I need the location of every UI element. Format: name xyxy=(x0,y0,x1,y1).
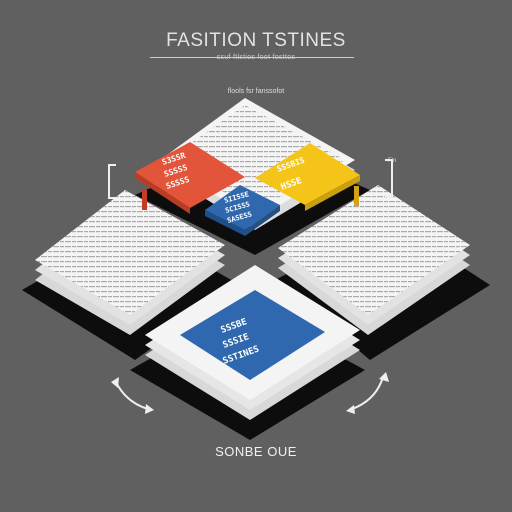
diagram-subtitle: ssuf ftlstios foot fosttos xyxy=(216,54,296,61)
title-underline xyxy=(150,57,354,58)
top-caption: flools fsr fanssofot xyxy=(227,88,285,95)
paper-stack-left xyxy=(35,190,225,335)
left-rotate-arrow-icon xyxy=(111,377,154,414)
right-corner-bracket-icon xyxy=(385,159,393,197)
diagram-title: FASITION TSTINES xyxy=(166,30,346,51)
paper-stack-center xyxy=(135,98,360,236)
footer-caption: SONBE OUE xyxy=(215,444,297,459)
left-corner-bracket-icon xyxy=(108,164,116,199)
yellow-tile xyxy=(255,143,360,205)
yellow-tile-leg xyxy=(354,186,359,206)
red-tile xyxy=(135,142,245,208)
small-blue-tile xyxy=(205,185,280,230)
paper-stack-right xyxy=(278,185,470,335)
red-tile-leg xyxy=(142,190,147,210)
paper-stack-bottom xyxy=(145,265,360,420)
large-blue-tile xyxy=(180,290,325,380)
side-label: Fin xyxy=(388,158,397,164)
right-rotate-arrow-icon xyxy=(346,372,389,414)
